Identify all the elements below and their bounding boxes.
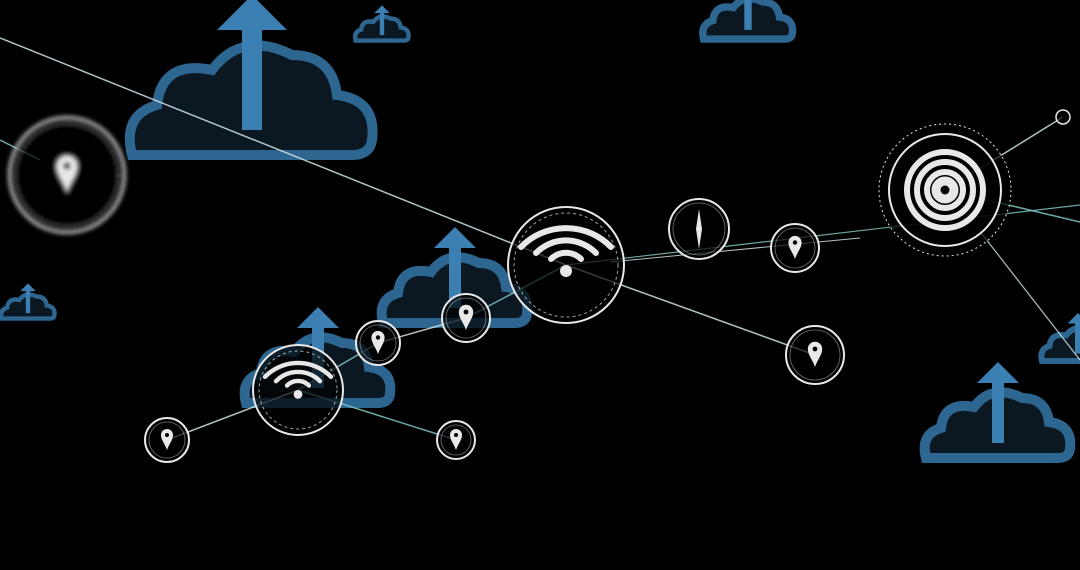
location-pin-icon xyxy=(436,420,476,460)
compass-icon xyxy=(668,198,730,260)
cloud-upload-icon xyxy=(699,0,797,43)
location-pin-icon xyxy=(770,223,820,273)
location-pin-icon xyxy=(8,116,126,234)
node-layer xyxy=(8,109,1071,463)
target-icon xyxy=(878,123,1012,257)
cloud-upload-icon xyxy=(0,283,57,321)
cloud-upload-icon xyxy=(919,362,1076,464)
network-node xyxy=(1055,109,1071,125)
location-pin-icon xyxy=(144,417,190,463)
cloud-layer xyxy=(0,0,1080,464)
wifi-icon xyxy=(252,344,344,436)
cloud-upload-icon xyxy=(352,5,411,43)
network-link xyxy=(609,237,861,263)
location-pin-icon xyxy=(785,325,845,385)
cloud-upload-icon xyxy=(1038,312,1080,365)
cloud-upload-icon xyxy=(124,0,378,160)
wifi-icon xyxy=(507,206,625,324)
cloud-upload-icon xyxy=(376,227,533,329)
location-pin-icon xyxy=(441,293,491,343)
location-pin-icon xyxy=(355,320,401,366)
network-link xyxy=(974,224,1080,361)
network-link xyxy=(0,37,567,266)
